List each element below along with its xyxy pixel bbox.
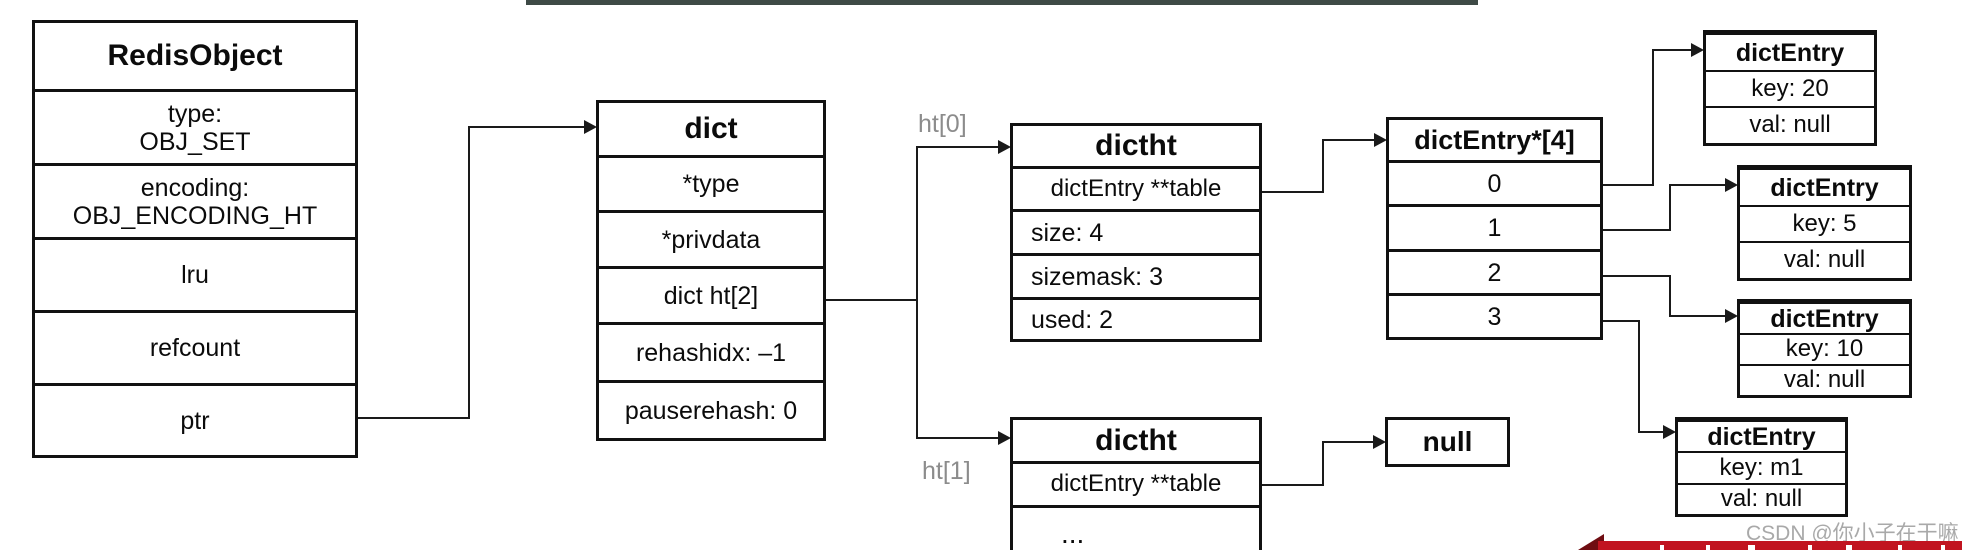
null-label: null [1422, 426, 1473, 458]
dict-title: dict [684, 112, 738, 146]
entry-5-title: dictEntry [1740, 168, 1909, 205]
bucket-array-title: dictEntry*[4] [1414, 124, 1575, 155]
arrowhead-entry-20 [1691, 43, 1704, 57]
redis-object-title: RedisObject [107, 39, 283, 73]
entry-5-val: val: null [1740, 241, 1909, 278]
type-value: OBJ_SET [139, 127, 251, 156]
connector-slot3-v [1638, 320, 1640, 433]
dict-box: dict *type *privdata dict ht[2] rehashid… [596, 100, 826, 441]
dictht1-box: dictht dictEntry **table ... [1010, 417, 1262, 550]
entry-box-20: dictEntry key: 20 val: null [1703, 30, 1877, 146]
dict-row-pauserehash: pauserehash: 0 [599, 380, 823, 438]
dictht0-row-table: dictEntry **table [1013, 166, 1259, 209]
connector-table1-h1 [1260, 484, 1324, 486]
redis-object-row-encoding: encoding: OBJ_ENCODING_HT [35, 163, 355, 237]
connector-slot2-h2 [1669, 315, 1726, 317]
entry-10-val: val: null [1740, 364, 1909, 395]
entry-m1-key: key: m1 [1678, 451, 1845, 483]
connector-table0-h1 [1260, 191, 1324, 193]
entry-m1-val: val: null [1678, 483, 1845, 514]
entry-20-val: val: null [1706, 106, 1874, 143]
connector-slot0-v [1652, 49, 1654, 186]
connector-slot0-h1 [1601, 184, 1654, 186]
connector-table0-v [1322, 139, 1324, 193]
dictht1-row-more: ... [1013, 505, 1259, 550]
entry-10-title: dictEntry [1740, 302, 1909, 333]
bucket-array-box: dictEntry*[4] 0 1 2 3 [1386, 117, 1603, 340]
arrowhead-entry-10 [1725, 309, 1738, 323]
arrowhead-entry-5 [1725, 178, 1738, 192]
banner-text-fragment [1846, 545, 1852, 550]
dictht0-row-sizemask: sizemask: 3 [1013, 253, 1259, 297]
type-label: type: [167, 99, 223, 128]
banner-text-fragment [1898, 545, 1902, 550]
bucket-slot-1: 1 [1389, 204, 1600, 249]
arrowhead-null [1373, 435, 1386, 449]
connector-slot0-h2 [1652, 49, 1692, 51]
dict-row-rehashidx: rehashidx: –1 [599, 322, 823, 380]
entry-20-key: key: 20 [1706, 70, 1874, 106]
banner-text-fragment [1941, 545, 1945, 550]
connector-ptr-dict-h1 [356, 417, 470, 419]
entry-20-title: dictEntry [1706, 33, 1874, 70]
connector-slot3-h2 [1638, 431, 1665, 433]
connector-ht2-split-v [916, 146, 918, 439]
ht0-pointer-label: ht[0] [918, 110, 967, 138]
redis-object-row-ptr: ptr [35, 383, 355, 455]
connector-ptr-dict-v [468, 126, 470, 419]
ht1-pointer-label: ht[1] [922, 457, 971, 485]
connector-ptr-dict-h2 [468, 126, 585, 128]
connector-ht2-split-h [824, 299, 918, 301]
bucket-slot-0: 0 [1389, 160, 1600, 204]
redis-object-box: RedisObject type: OBJ_SET encoding: OBJ_… [32, 20, 358, 458]
connector-slot1-h2 [1669, 184, 1726, 186]
connector-ht0-h [916, 146, 999, 148]
csdn-watermark: CSDN @你小子在干嘛 [1746, 522, 1959, 545]
connector-slot2-h1 [1601, 275, 1671, 277]
dictht0-title: dictht [1095, 129, 1177, 163]
dict-row-privdata: *privdata [599, 210, 823, 266]
dictht0-box: dictht dictEntry **table size: 4 sizemas… [1010, 123, 1262, 342]
entry-box-5: dictEntry key: 5 val: null [1737, 165, 1912, 281]
connector-slot1-h1 [1601, 229, 1671, 231]
dictht0-row-used: used: 2 [1013, 297, 1259, 339]
connector-table0-h2 [1322, 139, 1375, 141]
connector-ht1-h [916, 437, 999, 439]
bucket-slot-3: 3 [1389, 293, 1600, 337]
arrowhead-ht1 [998, 431, 1011, 445]
connector-table1-v [1322, 441, 1324, 486]
banner-text-fragment [1808, 545, 1812, 550]
redis-object-row-type: type: OBJ_SET [35, 89, 355, 163]
entry-box-10: dictEntry key: 10 val: null [1737, 299, 1912, 398]
redis-object-row-lru: lru [35, 237, 355, 310]
banner-text-fragment [1706, 545, 1710, 550]
entry-box-m1: dictEntry key: m1 val: null [1675, 417, 1848, 517]
arrowhead-entry-m1 [1663, 425, 1676, 439]
bucket-slot-2: 2 [1389, 249, 1600, 293]
redis-object-row-refcount: refcount [35, 310, 355, 383]
dict-row-type: *type [599, 155, 823, 210]
entry-5-key: key: 5 [1740, 205, 1909, 241]
dict-row-ht2: dict ht[2] [599, 266, 823, 322]
top-divider-bar [526, 0, 1478, 5]
connector-slot1-v [1669, 184, 1671, 231]
connector-table1-h2 [1322, 441, 1374, 443]
connector-slot2-v [1669, 275, 1671, 317]
arrowhead-ht0 [998, 140, 1011, 154]
arrowhead-ptr-dict [584, 120, 597, 134]
dictht1-row-table: dictEntry **table [1013, 461, 1259, 505]
dictht1-title: dictht [1095, 423, 1177, 457]
connector-slot3-h1 [1601, 320, 1640, 322]
entry-10-key: key: 10 [1740, 333, 1909, 364]
encoding-value: OBJ_ENCODING_HT [72, 201, 318, 230]
banner-text-fragment [1660, 545, 1664, 550]
entry-m1-title: dictEntry [1678, 420, 1845, 451]
banner-ribbon-band [1598, 541, 1962, 550]
dictht0-row-size: size: 4 [1013, 209, 1259, 253]
banner-text-fragment [1748, 545, 1755, 550]
encoding-label: encoding: [140, 173, 250, 202]
null-box: null [1385, 417, 1510, 467]
arrowhead-bucket-array [1374, 133, 1387, 147]
